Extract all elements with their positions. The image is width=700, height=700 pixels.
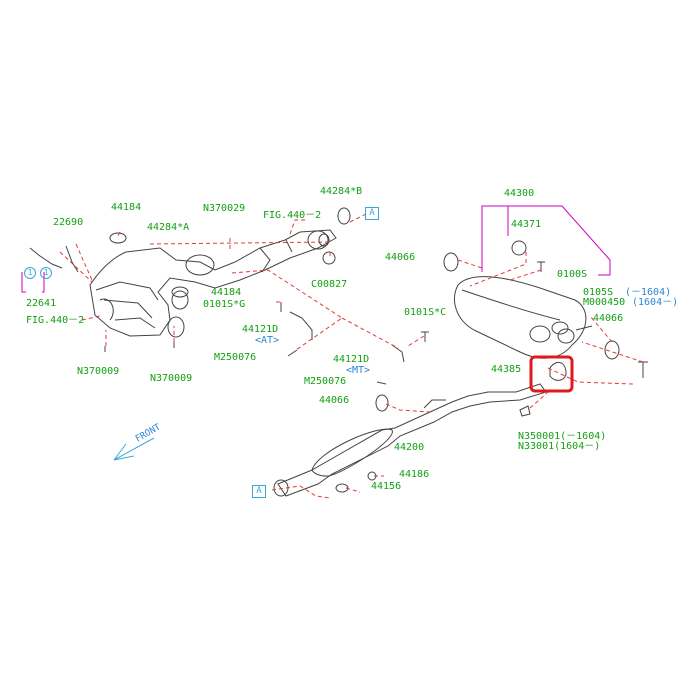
label-fig440-lower: FIG.440－2: [26, 315, 85, 326]
label-c00827: C00827: [311, 279, 348, 290]
label-0100s: 0100S: [557, 269, 588, 280]
label-0105s: 0105S: [583, 287, 614, 298]
label-44200: 44200: [394, 442, 425, 453]
ref-a-lower: A: [252, 485, 266, 498]
label-44385: 44385: [491, 364, 522, 375]
label-n350001: N350001(－1604): [518, 431, 607, 442]
label-m250076-upper: M250076: [214, 352, 257, 363]
label-44184-top: 44184: [111, 202, 142, 213]
label-22690: 22690: [53, 217, 84, 228]
label-44156: 44156: [371, 481, 402, 492]
label-n370009-right: N370009: [150, 373, 193, 384]
front-arrow: [113, 437, 155, 461]
circle-ref-2: 1: [40, 267, 52, 279]
ref-a-upper: A: [365, 207, 379, 220]
label-44121d-mt: 44121D: [333, 354, 370, 365]
label-44186: 44186: [399, 469, 430, 480]
highlight-box: [529, 355, 574, 393]
label-n370009-left: N370009: [77, 366, 120, 377]
label-m250076-lower: M250076: [304, 376, 347, 387]
label-44300: 44300: [504, 188, 535, 199]
rear-muffler: [454, 276, 587, 359]
label-at-variant: <AT>: [255, 335, 280, 346]
label-44284a: 44284*A: [147, 222, 190, 233]
label-44184-mid: 44184: [211, 287, 242, 298]
label-44121d-at: 44121D: [242, 324, 279, 335]
label-mt-variant: <MT>: [346, 365, 371, 376]
label-44066-right: 44066: [593, 313, 624, 324]
label-22641: 22641: [26, 298, 57, 309]
label-n370029: N370029: [203, 203, 246, 214]
label-0101s-c: 0101S*C: [404, 307, 447, 318]
label-m000450: M000450: [583, 297, 626, 308]
label-n33001: N33001(1604－): [518, 441, 601, 452]
label-m000450-range: (1604－): [632, 297, 679, 308]
label-44371: 44371: [511, 219, 542, 230]
circle-ref-1: 1: [24, 267, 36, 279]
label-fig440-upper: FIG.440－2: [263, 210, 322, 221]
label-0105s-range: (－1604): [625, 287, 672, 298]
label-44066-lower: 44066: [319, 395, 350, 406]
exhaust-manifold: [89, 229, 337, 337]
label-44066-upper: 44066: [385, 252, 416, 263]
label-0101s-g: 0101S*G: [203, 299, 246, 310]
label-44284b: 44284*B: [320, 186, 363, 197]
